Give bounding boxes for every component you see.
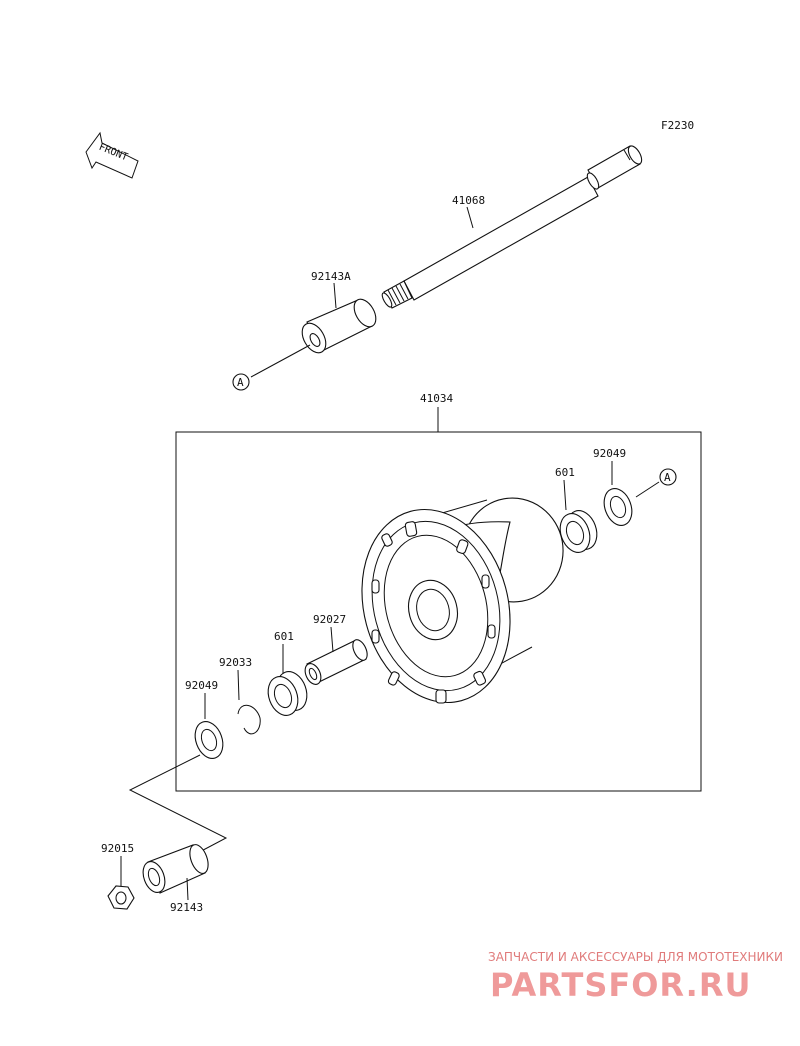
callout-bearing-left: 601 [274, 630, 294, 643]
front-label: FRONT [97, 142, 129, 163]
seal-right-part [603, 488, 633, 526]
bearing-right-part [559, 510, 598, 553]
callout-seal-right: 92049 [593, 447, 626, 460]
callout-hub-assy: 41034 [420, 392, 453, 405]
circlip-part [237, 704, 261, 735]
watermark-tagline: ЗАПЧАСТИ И АКСЕССУАРЫ ДЛЯ МОТОТЕХНИКИ [488, 950, 783, 964]
hub-assembly-box [175, 431, 702, 792]
axle-part [381, 145, 643, 309]
front-arrow-icon: FRONT [85, 131, 139, 179]
ref-mark-left-icon [232, 373, 250, 391]
nut-part [107, 885, 135, 910]
spacer-part [304, 639, 368, 685]
collar-left-part [142, 844, 209, 894]
callout-seal-left: 92049 [185, 679, 218, 692]
watermark-logo: PARTSFOR.RU [490, 966, 751, 1004]
ref-mark-right: A [664, 471, 671, 484]
callout-nut: 92015 [101, 842, 134, 855]
callout-axle: 41068 [452, 194, 485, 207]
ref-mark-left: A [237, 376, 244, 389]
callout-bearing-right: 601 [555, 466, 575, 479]
callout-spacer: 92027 [313, 613, 346, 626]
collar-right-part [301, 298, 377, 354]
bearing-left-part [267, 671, 308, 716]
callout-circlip: 92033 [219, 656, 252, 669]
wheel-hub-part [361, 497, 564, 704]
connection-leader [128, 754, 228, 858]
seal-left-part [194, 721, 224, 759]
ref-mark-right-icon [659, 468, 677, 486]
callout-collar-left: 92143 [170, 901, 203, 914]
callout-collar-right: 92143A [311, 270, 351, 283]
diagram-code: F2230 [661, 119, 694, 132]
